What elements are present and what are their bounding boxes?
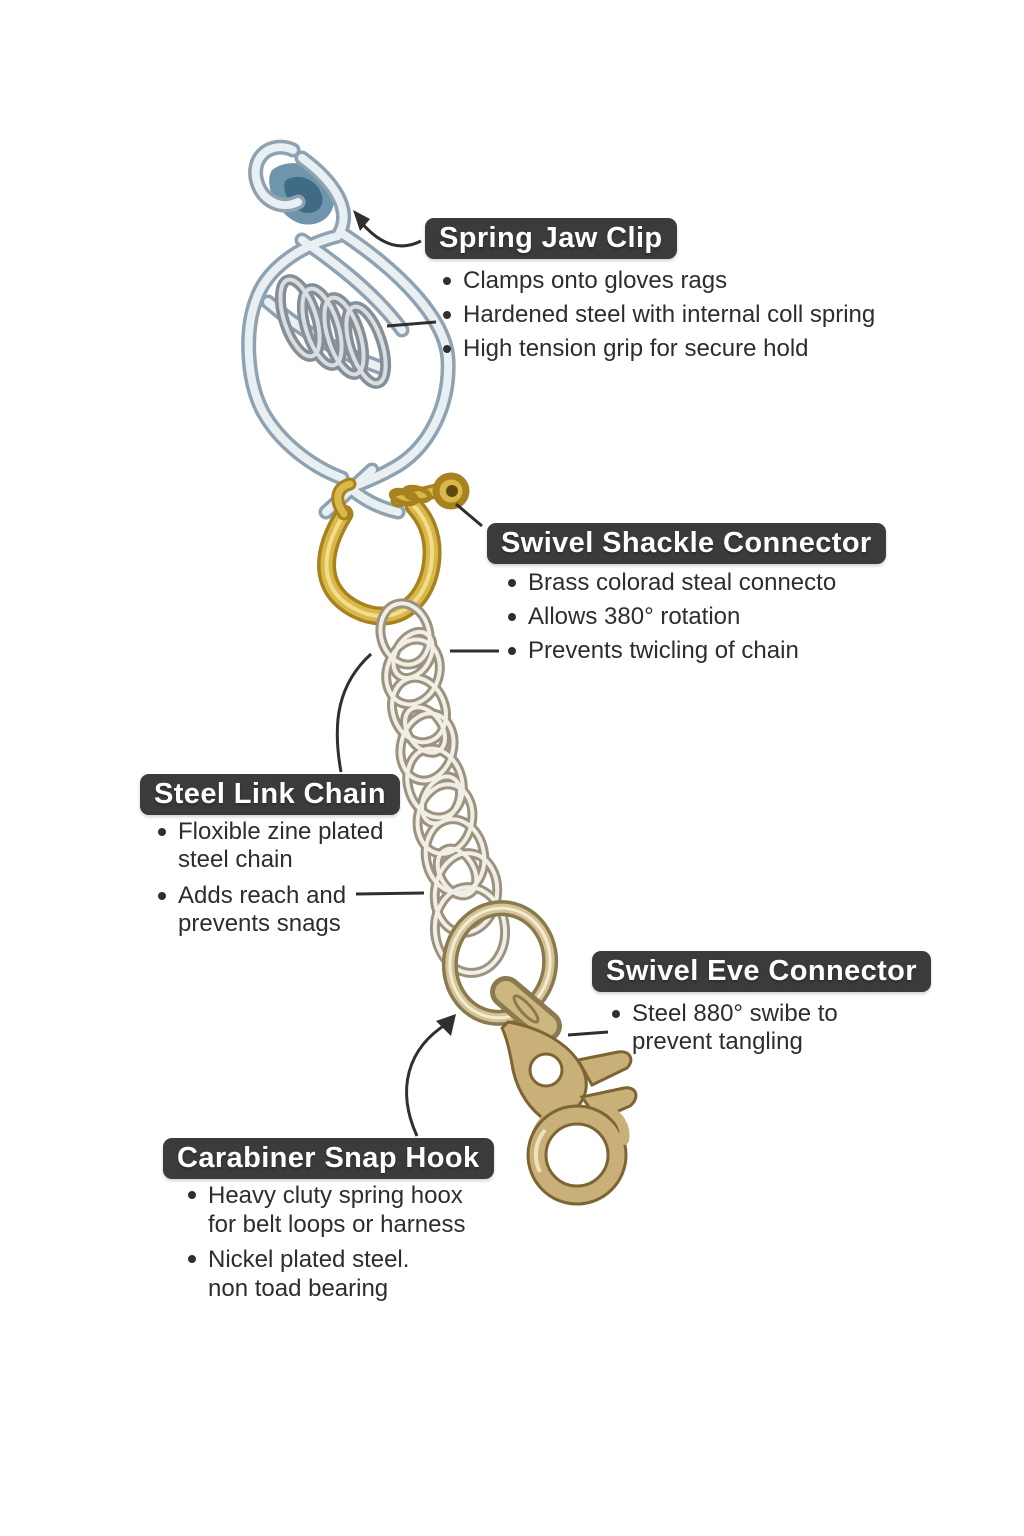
bullet-dot — [443, 277, 451, 285]
leader-chain-label-curve — [335, 652, 373, 773]
bullet-text: Nickel plated steel. non toad bearing — [208, 1246, 410, 1302]
bullet-dot — [188, 1191, 196, 1199]
bullet-text: Steel 880° swibe to prevent tangling — [632, 1000, 838, 1055]
leader-spring-jaw-arrowhead — [353, 210, 370, 231]
leader-lines — [335, 210, 609, 1137]
bullet-item: Heavy cluty spring hoox for belt loops o… — [188, 1181, 465, 1239]
swivel-eye-icon — [441, 900, 562, 1042]
bullets-swivel-eve-connector: Steel 880° swibe to prevent tangling — [612, 1000, 838, 1064]
bullet-item: Brass colorad steal connecto — [508, 566, 836, 600]
bullet-item: High tension grip for secure hold — [443, 332, 875, 366]
label-carabiner-snap-hook: Carabiner Snap Hook — [163, 1138, 494, 1179]
bullets-swivel-shackle-connector: Brass colorad steal connecto Allows 380°… — [508, 566, 836, 668]
bullets-spring-jaw-clip: Clamps onto gloves rags Hardened steel w… — [443, 264, 875, 366]
bullet-item: Floxible zine plated steel chain — [158, 818, 383, 874]
bullet-item: Steel 880° swibe to prevent tangling — [612, 1000, 838, 1056]
bullet-dot — [612, 1010, 620, 1018]
bullet-dot — [188, 1255, 196, 1263]
spring-jaw-clip-icon — [241, 139, 456, 520]
bullet-dot — [508, 647, 516, 655]
label-steel-link-chain: Steel Link Chain — [140, 774, 400, 815]
leader-spring-jaw-arrow — [358, 220, 422, 248]
bullet-dot — [158, 892, 166, 900]
bullet-dot — [158, 828, 166, 836]
bullet-text: Allows 380° rotation — [528, 603, 741, 630]
bullet-text: Prevents twicling of chain — [528, 637, 799, 664]
bullet-dot — [443, 345, 451, 353]
leader-chain-reach-line — [355, 891, 425, 896]
bullet-dot — [508, 613, 516, 621]
bullet-text: High tension grip for secure hold — [463, 335, 809, 362]
bullet-text: Clamps onto gloves rags — [463, 267, 728, 294]
leader-coil-spring-line — [386, 320, 437, 328]
leader-shackle-line — [455, 502, 483, 528]
bullet-item: Prevents twicling of chain — [508, 634, 836, 668]
bullet-text: Heavy cluty spring hoox for belt loops o… — [208, 1182, 466, 1238]
bullets-carabiner-snap-hook: Heavy cluty spring hoox for belt loops o… — [188, 1181, 465, 1309]
bullet-text: Adds reach and prevents snags — [178, 882, 347, 937]
bullet-item: Adds reach and prevents snags — [158, 882, 383, 938]
label-spring-jaw-clip: Spring Jaw Clip — [425, 218, 677, 259]
coil-spring-icon — [274, 274, 392, 389]
bullet-item: Hardened steel with internal coll spring — [443, 298, 875, 332]
label-swivel-shackle-connector: Swivel Shackle Connector — [487, 523, 886, 564]
bullet-item: Nickel plated steel. non toad bearing — [188, 1245, 465, 1303]
leader-carabiner-arrow — [405, 1021, 449, 1137]
carabiner-snap-hook-icon — [500, 1020, 638, 1206]
label-swivel-eve-connector: Swivel Eve Connector — [592, 951, 931, 992]
bullet-text: Floxible zine plated steel chain — [178, 818, 384, 873]
bullet-text: Brass colorad steal connecto — [528, 569, 837, 596]
bullet-item: Clamps onto gloves rags — [443, 264, 875, 298]
bullet-item: Allows 380° rotation — [508, 600, 836, 634]
leader-carabiner-arrowhead — [436, 1014, 456, 1036]
swivel-shackle-icon — [317, 472, 470, 626]
bullet-dot — [508, 579, 516, 587]
leader-hook-line — [567, 1030, 609, 1037]
bullets-steel-link-chain: Floxible zine plated steel chain Adds re… — [158, 818, 383, 946]
bullet-text: Hardened steel with internal coll spring — [463, 301, 876, 328]
bullet-dot — [443, 311, 451, 319]
